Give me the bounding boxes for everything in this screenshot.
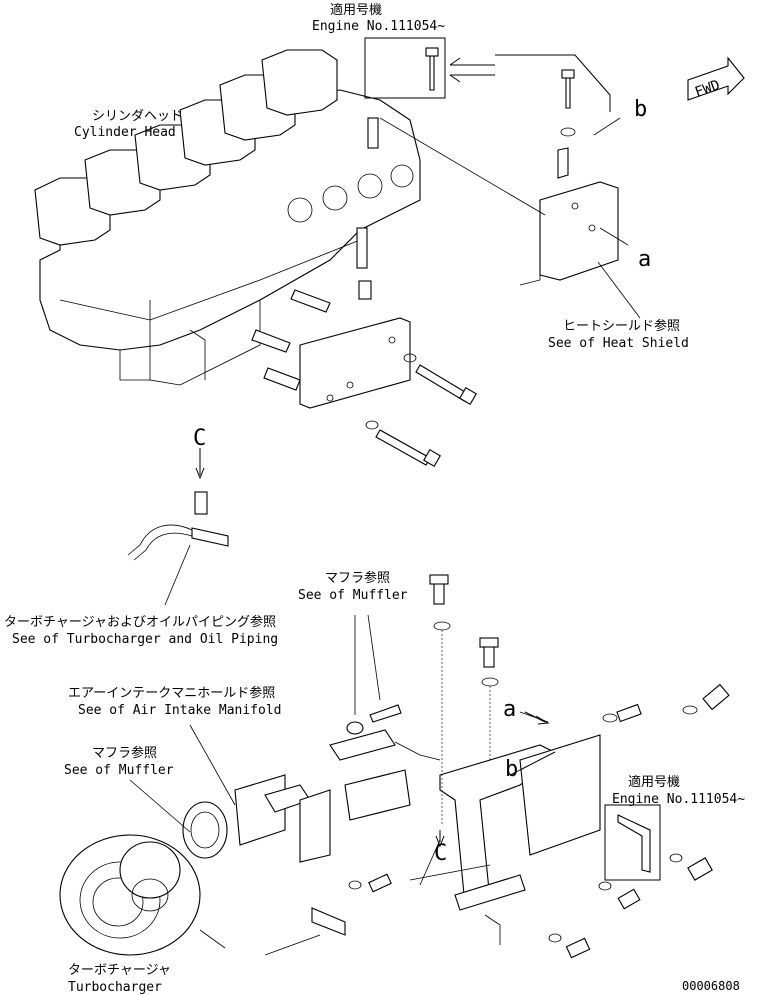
callout-b-bottom: b bbox=[505, 757, 518, 782]
applicable-bottom-en: Engine No.111054~ bbox=[612, 792, 745, 807]
turbocharger-assembly bbox=[59, 834, 201, 956]
turbocharger-jp: ターボチャージャ bbox=[68, 963, 171, 978]
muffler-bracket bbox=[329, 704, 411, 821]
main-bracket bbox=[439, 734, 601, 945]
applicable-inset-bottom bbox=[604, 804, 661, 881]
applicable-inset-top bbox=[364, 37, 611, 112]
cylinder-head-jp: シリンダヘッド bbox=[92, 109, 183, 124]
callout-a-bottom: a bbox=[503, 697, 516, 722]
air-intake-en: See of Air Intake Manifold bbox=[78, 703, 282, 718]
turbo-oil-en: See of Turbocharger and Oil Piping bbox=[12, 632, 278, 647]
muffler-top-jp: マフラ参照 bbox=[325, 570, 390, 586]
bolts-upper bbox=[365, 353, 477, 467]
fwd-arrow-icon bbox=[687, 56, 745, 101]
applicable-bottom-jp: 適用号機 bbox=[628, 774, 680, 790]
bolts-lower bbox=[311, 574, 730, 959]
turbocharger-en: Turbocharger bbox=[68, 980, 162, 995]
leader-lines bbox=[129, 614, 549, 956]
muffler-left-en: See of Muffler bbox=[64, 763, 174, 778]
heat-shield-en: See of Heat Shield bbox=[548, 336, 689, 351]
cylinder-head-assembly bbox=[34, 49, 421, 386]
air-intake-jp: エアーインテークマニホールド参照 bbox=[68, 685, 275, 701]
turbo-oil-jp: ターボチャージャおよびオイルパイピング参照 bbox=[4, 614, 276, 630]
callout-c-bottom: C bbox=[434, 841, 447, 866]
gasket-and-flange bbox=[182, 774, 331, 863]
heat-shield-plate-upper bbox=[299, 317, 411, 409]
callout-b-top: b bbox=[634, 97, 647, 122]
muffler-top-en: See of Muffler bbox=[298, 588, 408, 603]
applicable-top-en: Engine No.111054~ bbox=[312, 19, 445, 34]
drawing-number: 00006808 bbox=[682, 979, 740, 993]
applicable-top-jp: 適用号機 bbox=[330, 2, 382, 18]
cylinder-head-en: Cylinder Head bbox=[74, 125, 176, 140]
callout-c-top: C bbox=[193, 426, 206, 451]
callout-arrow-b-bottom bbox=[519, 751, 556, 771]
studs-upper bbox=[251, 117, 379, 391]
callout-a-top: a bbox=[638, 247, 651, 272]
sensor-assembly bbox=[127, 448, 229, 606]
heat-shield-jp: ヒートシールド参照 bbox=[563, 318, 680, 334]
muffler-left-jp: マフラ参照 bbox=[92, 745, 157, 761]
heat-shield-right bbox=[379, 117, 641, 319]
callout-arrow-a-bottom bbox=[524, 711, 550, 725]
